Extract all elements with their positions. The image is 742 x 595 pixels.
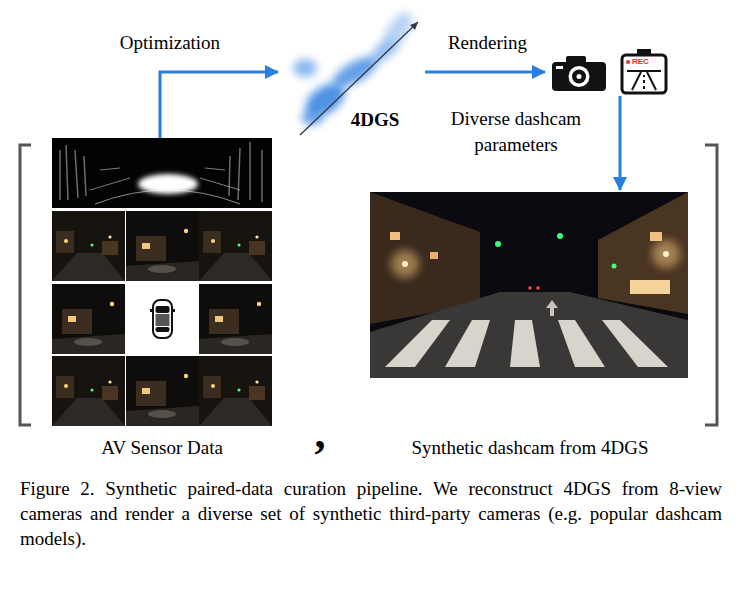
rear-window: [156, 327, 170, 332]
camera-view: [126, 211, 199, 281]
gaussian-blobs: [293, 8, 418, 135]
point-cloud: [60, 142, 262, 202]
traffic-light: [495, 241, 501, 247]
traffic-light: [557, 233, 563, 239]
dashcam-panel: Synthetic dashcam from 4DGS: [370, 190, 692, 464]
tail-light: [528, 286, 532, 290]
window: [430, 252, 438, 259]
road: [370, 292, 688, 378]
camera-icon: [552, 56, 606, 91]
crosswalk: [445, 320, 490, 367]
lidar-image: [52, 138, 272, 208]
gaussian-node: 4DGS: [278, 10, 425, 136]
car-body: [153, 300, 172, 338]
camera-view: [126, 356, 199, 426]
camera-lens: [569, 66, 590, 87]
edge-label: Rendering: [425, 30, 550, 56]
node-label: 4DGS: [340, 108, 410, 132]
window: [390, 232, 400, 240]
roof: [156, 314, 170, 326]
road-lines: [627, 71, 661, 90]
bracket: [20, 145, 31, 425]
camera-view: [199, 356, 272, 426]
street-lamp: [391, 250, 419, 278]
flow-arrow: [619, 96, 622, 190]
camera-view: [199, 284, 272, 354]
node-label: Synthetic dashcam from 4DGS: [370, 436, 690, 460]
camera-lens: [572, 70, 586, 84]
camera-node: REC: [545, 50, 670, 96]
synthetic-image: [370, 192, 688, 378]
flow-arrow: [425, 71, 545, 74]
lidar-ground: [52, 138, 272, 208]
gaussian: [293, 59, 317, 77]
windshield: [156, 306, 170, 313]
camera-view: [52, 211, 125, 281]
camera-lens: [577, 74, 582, 79]
lidar-glow: [152, 179, 184, 189]
night-sky: [370, 192, 688, 378]
crosswalk: [385, 320, 450, 367]
camera-view: [52, 284, 125, 354]
traffic-light: [612, 264, 617, 269]
edge-label: Diverse dashcam parameters: [436, 106, 596, 158]
time-axis-head: [410, 22, 418, 30]
time-axis: [300, 22, 418, 135]
crosswalk: [558, 320, 605, 367]
icon-ground: [126, 284, 199, 354]
crosswalk: [510, 320, 540, 367]
dashcam-body: [622, 55, 666, 93]
gaussian: [378, 8, 417, 52]
car-icon: [126, 284, 199, 354]
camera-view: [52, 356, 125, 426]
edge-label: Optimization: [95, 30, 245, 56]
figure-caption: Figure 2. Synthetic paired-data curation…: [20, 476, 722, 551]
window: [650, 232, 662, 241]
building: [598, 192, 688, 314]
dashcam-icon: [622, 49, 666, 93]
node-label: AV Sensor Data: [52, 436, 272, 460]
node-label: REC: [632, 58, 656, 66]
separator-comma: ,: [300, 412, 340, 456]
street-lamp: [402, 261, 408, 267]
crosswalk: [602, 320, 668, 367]
street-lamp: [652, 240, 680, 268]
lidar-glow: [138, 174, 198, 194]
camera-view: [199, 211, 272, 281]
camera-flash: [556, 66, 563, 69]
tail-light: [536, 286, 540, 290]
sensor-panel: AV Sensor Data: [52, 138, 274, 464]
road-lines: [643, 75, 645, 89]
flow-arrow: [160, 72, 278, 138]
record-dot: [626, 60, 630, 64]
camera-body: [552, 62, 606, 91]
street-lamp: [663, 251, 669, 257]
shopfront: [630, 280, 670, 294]
road-arrow: [546, 300, 558, 316]
bracket: [705, 145, 717, 425]
